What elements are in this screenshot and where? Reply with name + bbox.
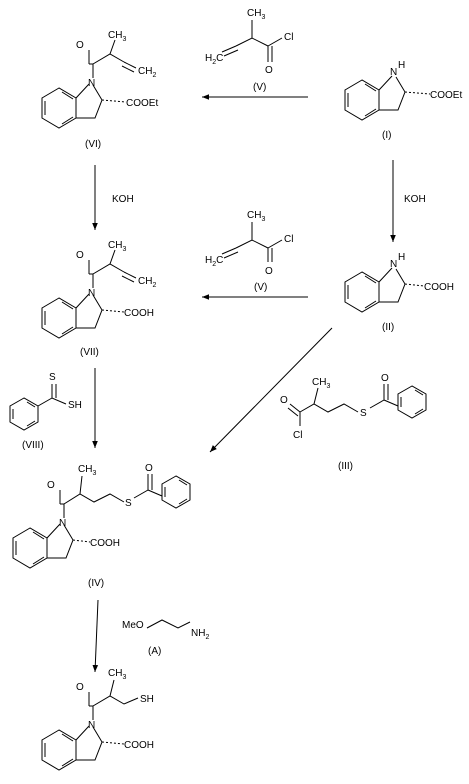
atom-CH3: CH3 xyxy=(108,668,126,681)
reagent-A: MeO NH2 (A) xyxy=(122,619,209,657)
compound-II: N H COOH (II) xyxy=(344,252,454,333)
atom-Cl: Cl xyxy=(284,234,293,245)
atom-MeO: MeO xyxy=(122,620,144,631)
atom-O: O xyxy=(76,250,84,261)
atom-O: O xyxy=(76,40,84,51)
compound-label-A: (A) xyxy=(148,646,161,657)
atom-Cl: Cl xyxy=(293,430,302,441)
atom-Cl: Cl xyxy=(284,32,293,43)
atom-N: N xyxy=(88,288,95,299)
compound-product: N O CH3 SH COOH xyxy=(41,668,154,771)
reagent-V-mid: CH3 H2C O Cl (V) xyxy=(205,210,293,293)
atom-SH: SH xyxy=(140,694,154,705)
reagent-koh-left: KOH xyxy=(112,194,134,205)
atom-N: N xyxy=(88,78,95,89)
reagent-koh-right: KOH xyxy=(404,194,426,205)
atom-CH2: CH2 xyxy=(138,66,156,79)
atom-O: O xyxy=(145,463,153,474)
atom-O: O xyxy=(47,480,55,491)
atom-CH3: CH3 xyxy=(312,377,330,390)
compound-label-VII: (VII) xyxy=(80,347,99,358)
compound-label-V-top: (V) xyxy=(253,82,266,93)
reagent-V-top: CH3 H2C O Cl (V) xyxy=(205,8,293,93)
atom-CH3: CH3 xyxy=(108,240,126,253)
atom-CH3: CH3 xyxy=(78,464,96,477)
atom-N: N xyxy=(59,518,66,529)
ester-label: COOEt xyxy=(430,90,462,101)
atom-S: S xyxy=(360,408,367,419)
compound-label-V-mid: (V) xyxy=(254,282,267,293)
ester-label: COOEt xyxy=(126,98,158,109)
atom-H: H xyxy=(398,252,405,263)
atom-H2C: H2C xyxy=(205,53,223,66)
atom-O: O xyxy=(76,682,84,693)
compound-IV: N O CH3 S O COOH (IV) xyxy=(12,463,191,589)
atom-S: S xyxy=(49,372,56,383)
atom-S: S xyxy=(125,498,132,509)
atom-CH3: CH3 xyxy=(247,210,265,223)
atom-O: O xyxy=(280,395,288,406)
acid-label: COOH xyxy=(90,538,120,549)
atom-CH2: CH2 xyxy=(138,276,156,289)
atom-H: H xyxy=(398,60,405,71)
atom-CH3: CH3 xyxy=(108,30,126,43)
atom-SH: SH xyxy=(68,400,82,411)
compound-label-II: (II) xyxy=(382,322,394,333)
atom-NH2: NH2 xyxy=(191,628,209,641)
compound-label-IV: (IV) xyxy=(88,578,104,589)
atom-N: N xyxy=(390,67,397,78)
atom-N: N xyxy=(390,259,397,270)
atom-O: O xyxy=(265,65,273,76)
acid-label: COOH xyxy=(124,308,154,319)
atom-O: O xyxy=(381,373,389,384)
atom-O: O xyxy=(265,266,273,277)
atom-CH3: CH3 xyxy=(247,8,265,21)
arrow-IV-to-product xyxy=(92,599,99,673)
compound-label-III: (III) xyxy=(338,461,353,472)
compound-VII: N O CH3 CH2 COOH (VII) xyxy=(41,240,156,358)
compound-label-VIII: (VIII) xyxy=(22,440,44,451)
compound-label-I: (I) xyxy=(382,130,391,141)
atom-H2C: H2C xyxy=(205,255,223,268)
compound-I: N H COOEt (I) xyxy=(344,60,462,141)
compound-VI: N O CH3 CH2 COOEt (VI) xyxy=(41,30,158,150)
acid-label: COOH xyxy=(124,740,154,751)
acid-label: COOH xyxy=(424,282,454,293)
atom-N: N xyxy=(88,720,95,731)
compound-VIII: S SH (VIII) xyxy=(9,372,82,451)
compound-label-VI: (VI) xyxy=(85,139,101,150)
compound-III: O Cl CH3 S O (III) xyxy=(280,373,427,472)
arrow-II-to-IV xyxy=(209,327,333,453)
